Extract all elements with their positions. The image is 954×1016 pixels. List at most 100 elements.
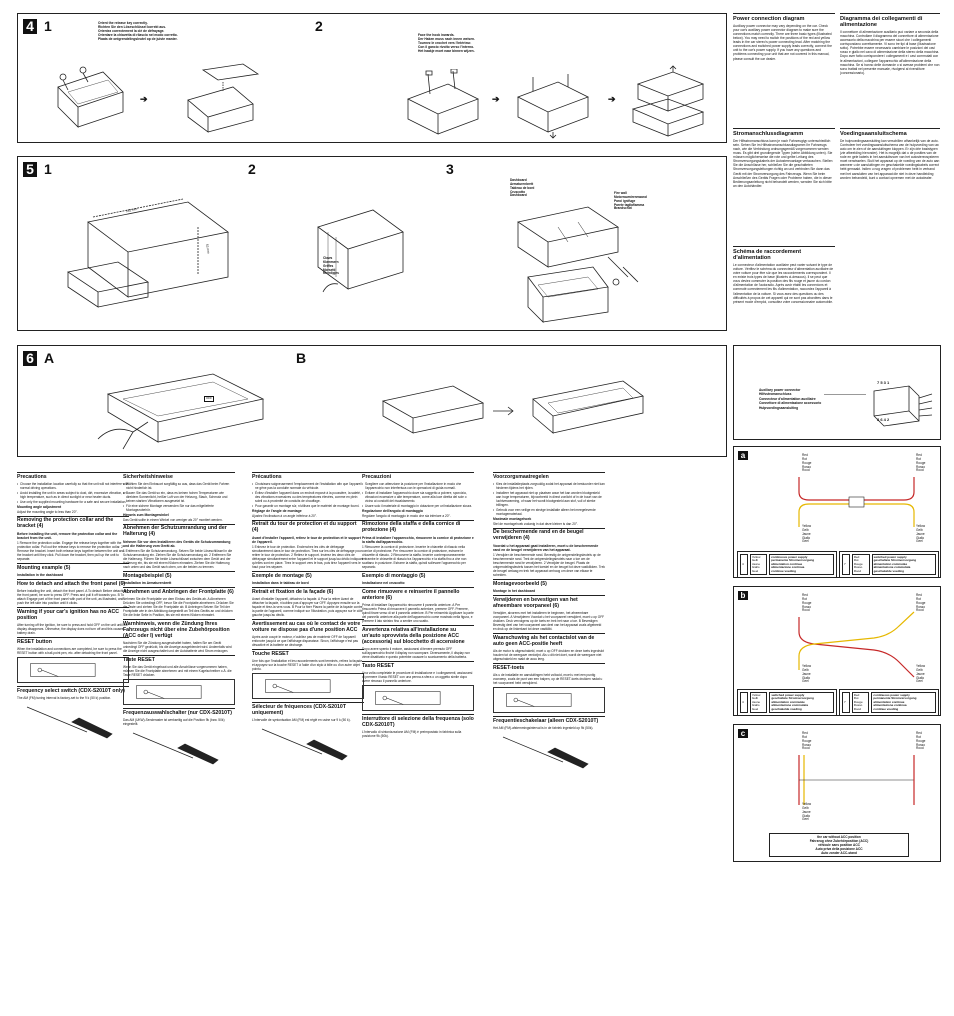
- connector-legend-box: Auxiliary power connector Hilfsstromansc…: [733, 345, 941, 440]
- wiring-type-c-wires: [754, 730, 939, 825]
- step4-note-release-key: Orient the release key correctly. Richte…: [98, 21, 178, 41]
- mounting-angle-text: Ajustez l'inclinaison à un angle inférie…: [252, 513, 317, 518]
- step4-panel: 4 1 Orient the release key correctly. Ri…: [17, 13, 727, 143]
- wiring-type-a: a Red Rot Rouge Rosso Rood Red Rot Rouge…: [733, 446, 941, 578]
- wiring-c-yellow-left: Yellow Gelb Jaune Giallo Geel: [802, 802, 812, 822]
- front-panel-text: Avant d'installer l'appareil, détachez l…: [252, 597, 363, 618]
- wire-color: Yellow Gelb Jaune Giallo Geel: [749, 554, 768, 575]
- frequency-switch-heading: Interruttore di selezione della frequenz…: [362, 714, 474, 728]
- wiring-a-red-left: Red Rot Rouge Rosso Rood: [802, 453, 812, 473]
- wiring-type-a-letter: a: [738, 451, 748, 460]
- mounting-example-heading: Montagebeispiel (5): [123, 571, 235, 579]
- precaution-item: Avoid installing the unit in areas subje…: [17, 491, 129, 499]
- reset-button-illustration: [123, 679, 235, 706]
- step4-note-hook: Face the hook inwards. Der Haken muss na…: [418, 33, 475, 53]
- supply-type: continuous power supply permanente Strom…: [871, 692, 936, 713]
- step6-substep-b: B: [296, 350, 307, 366]
- reset-text: Wenn Sie das Gerät eingebaut und alle An…: [123, 665, 232, 678]
- power-diagram-de-body: Der Hilfsstromanschluss kann je nach Fah…: [733, 138, 833, 188]
- removing-collar-steps: 1 Rimuovere la cornice di protezione. In…: [362, 545, 467, 570]
- removing-collar-steps: 1 Entfernen Sie die Schutzumrandung. Set…: [123, 549, 233, 570]
- step5-number: 5: [23, 162, 37, 177]
- wiring-b-yellow-left: Yellow Gelb Jaune Giallo Geel: [802, 664, 812, 684]
- column-dutch: Voorzorgsmaatregelen Kies de installatie…: [493, 470, 605, 1010]
- power-diagram-nl-title: Voedingsaansluitschema: [840, 128, 940, 137]
- removing-collar-heading: Abnehmen der Schutzumrandung und der Hal…: [123, 523, 235, 538]
- column-english: Precautions Choose the installation loca…: [17, 470, 129, 1010]
- supply-type: switched power supply geschaltete Stromv…: [769, 692, 834, 713]
- step5-illustration-dimensions: [58, 187, 238, 322]
- connector-legend: Auxiliary power connector Hilfsstromansc…: [759, 388, 821, 410]
- connector-pins-top: 7 5 3 1: [877, 380, 890, 385]
- mounting-angle-heading: Mounting angle adjustment: [17, 504, 62, 509]
- step4-illustration-unit-up: [623, 64, 718, 139]
- wiring-c-red-left: Red Rot Rouge Rosso Rood: [802, 731, 812, 751]
- power-diagram-nl: Voedingsaansluitschema De hulpvoedingsaa…: [840, 128, 940, 243]
- step5-panel: 5 1 182 mm 53 mm 2 Claws Klammern Griffe…: [17, 156, 727, 331]
- connector-plug-icon: [864, 376, 934, 436]
- screwdriver-illustration: [17, 702, 129, 742]
- power-diagram-fr-title: Schéma de raccordement d'alimentation: [733, 246, 835, 261]
- acc-warning-heading: Warnhinweis, wenn die Zündung Ihres Fahr…: [123, 619, 235, 639]
- step6-illustration-detach: [93, 364, 283, 454]
- step4-illustration-keys-insert: [398, 69, 488, 139]
- step4-substep-1: 1: [44, 18, 52, 34]
- precaution-item: Kies de installatieplaats zorgvuldig zod…: [493, 482, 605, 490]
- precaution-item: Choose the installation location careful…: [17, 482, 129, 490]
- acc-warning-text: Als de motor is uitgeschakeld, moet u op…: [493, 649, 604, 662]
- removing-collar-heading: De beschermende rand en de beugel verwij…: [493, 527, 605, 542]
- wiring-type-b-wires: [754, 592, 939, 687]
- connector-pins-bottom: 8 6 4 2: [877, 417, 890, 422]
- mounting-example-text: Installation dans le tableau de bord: [252, 581, 309, 586]
- acc-warning-text: Après avoir coupé le moteur, n'oubliez p…: [252, 635, 358, 648]
- wiring-type-a-wires: [754, 452, 939, 547]
- step5-substep-3: 3: [446, 161, 454, 177]
- step6-number: 6: [23, 351, 37, 366]
- mounting-angle-text: Stel de montagehoek zodanig in dat deze …: [493, 521, 578, 526]
- mounting-example-heading: Mounting example (5): [17, 563, 129, 571]
- mounting-example-heading: Esempio di montaggio (5): [362, 571, 474, 579]
- step6-substep-a: A: [44, 350, 55, 366]
- reset-heading: Tasto RESET: [362, 661, 474, 669]
- step4-arrow-1: ➔: [140, 94, 148, 104]
- acc-warning-text: Dopo avere spento il motore, assicurarsi…: [362, 647, 470, 660]
- mounting-example-text: Installation in the dashboard: [17, 573, 64, 578]
- reset-button-illustration: [493, 687, 605, 714]
- frequency-switch-heading: Frequentieschakelaar (alleen CDX-S2010T): [493, 716, 605, 724]
- step4-substep-2: 2: [315, 18, 323, 34]
- wiring-type-c: c Red Rot Rouge Rosso Rood Red Rot Rouge…: [733, 724, 941, 862]
- precaution-item: Gebruik voor een veilige en stevige inst…: [493, 508, 605, 516]
- wiring-type-b-letter: b: [738, 591, 748, 600]
- precautions-heading: Sicherheitshinweise: [123, 472, 235, 480]
- removing-collar-steps: 1 Verwijder de beschermende rand. Bevest…: [493, 553, 605, 578]
- column-french: Précautions Choisissez soigneusement l'e…: [252, 470, 364, 1010]
- precautions-heading: Précautions: [252, 472, 364, 480]
- wire-color: Red Rot Rouge Rosso Rood: [851, 554, 870, 575]
- acc-warning-text: Nachdem Sie die Zündung ausgeschaltet ha…: [123, 641, 232, 654]
- reset-heading: Taste RESET: [123, 655, 235, 663]
- precaution-item: Wählen Sie den Einbauort sorgfältig so a…: [123, 482, 235, 490]
- step5-substep-2: 2: [248, 161, 256, 177]
- wiring-b-red-right: Red Rot Rouge Rosso Rood: [916, 593, 926, 613]
- mounting-angle-text: Das Gerät sollte in einem Winkel von wen…: [123, 517, 223, 522]
- removing-collar-steps: 1 Enlevez le tour de protection. Enclenc…: [252, 545, 364, 570]
- power-diagram-nl-body: De hulpvoedingsaansluiting kan verschill…: [840, 138, 940, 180]
- removing-collar-heading: Removing the protection collar and the b…: [17, 515, 129, 530]
- front-panel-text: Verwijder, alvorens met het installeren …: [493, 611, 605, 632]
- mounting-angle-heading: Maximale montagehoek: [493, 516, 532, 521]
- step5-illustration-claws: [298, 192, 418, 322]
- power-diagram-it-title: Diagramma dei collegamenti di alimentazi…: [840, 13, 940, 28]
- precaution-item: Pour garantir un montage sûr, n'utilisez…: [252, 504, 364, 508]
- frequency-switch-heading: Frequency select switch (CDX-S2010T only…: [17, 686, 129, 694]
- acc-warning-heading: Avertissement au cas où le contact de vo…: [252, 619, 364, 633]
- reset-text: Une fois que l'installation et les racco…: [252, 659, 363, 672]
- wiring-type-b: b Red Rot Rouge Rosso Rood Red Rot Rouge…: [733, 586, 941, 716]
- precautions-heading: Voorzorgsmaatregelen: [493, 472, 605, 480]
- precaution-item: Evitare di installare l'apparecchio dove…: [362, 491, 474, 503]
- acc-warning-text: After turning off the ignition, be sure …: [17, 623, 128, 636]
- precautions-list: Choose the installation location careful…: [17, 482, 129, 504]
- legend-line: Connettore di alimentazione accessorio: [759, 401, 822, 406]
- step4-arrow-3: ➔: [608, 94, 616, 104]
- front-panel-heading: How to detach and attach the front panel…: [17, 579, 129, 587]
